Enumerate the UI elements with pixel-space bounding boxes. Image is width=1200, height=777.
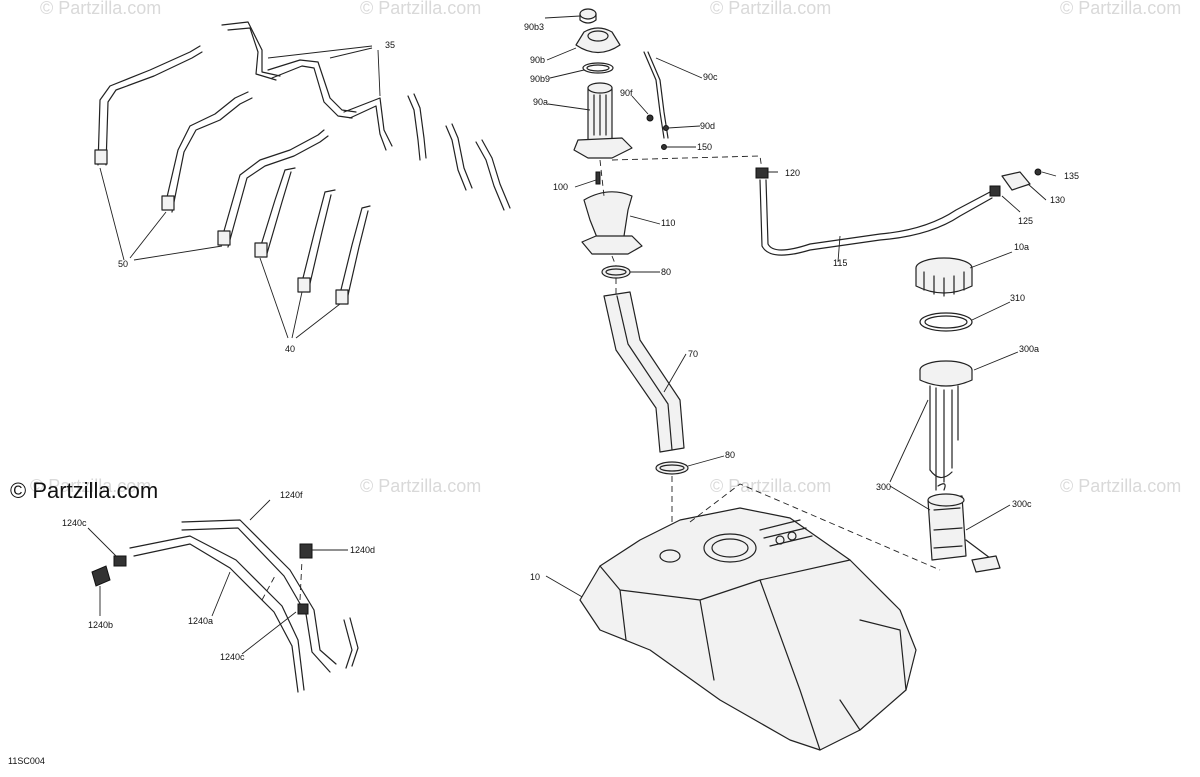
clip-90f [646,114,654,122]
filler-neck-group [544,8,725,599]
fitting-1240c [113,555,127,567]
watermark: © Partzilla.com [1060,476,1181,496]
callout-1240d: 1240d [350,545,375,555]
watermark: © Partzilla.com [30,476,151,496]
callout-80-upper: 80 [661,267,671,277]
callout-1240c-top: 1240c [62,518,87,528]
callout-90b9: 90b9 [530,74,550,84]
callout-90d: 90d [700,121,715,131]
callout-70: 70 [688,349,698,359]
callout-1240b: 1240b [88,620,113,630]
valve-130 [1001,171,1031,191]
fitting-125 [989,185,1001,197]
fitting-1240d [299,543,313,559]
callout-80-lower: 80 [725,450,735,460]
screw-150 [661,144,667,150]
cap-90b3 [579,8,597,20]
screw-100 [595,171,601,185]
strap-35 [445,125,467,191]
callout-120: 120 [785,168,800,178]
funnel-110 [583,191,633,241]
callout-110: 110 [661,218,675,228]
callout-300c: 300c [1012,499,1032,509]
watermark: © Partzilla.com [360,476,481,496]
callout-300a: 300a [1019,344,1039,354]
tank-filler-port [659,549,681,563]
watermarks: © Partzilla.com © Partzilla.com © Partzi… [30,0,1181,496]
screw-135 [1034,168,1042,176]
strap-40 [337,205,371,303]
strap-35 [407,95,421,161]
fuel-tank-10 [579,483,941,751]
cap-90b [575,27,621,54]
callout-90a: 90a [533,97,548,107]
callout-90f: 90f [620,88,633,98]
callout-90c: 90c [703,72,718,82]
strap-35 [267,59,357,113]
hose-70 [603,291,685,453]
callout-100: 100 [553,182,568,192]
callout-300: 300 [876,482,891,492]
nut-90d [663,125,669,131]
tank-pump-opening [703,533,757,563]
callout-135: 135 [1064,171,1079,181]
clamp-80 [655,461,689,475]
callout-130: 130 [1050,195,1065,205]
copyright-label: © Partzilla.com [10,478,158,503]
strap-35 [475,141,505,211]
strap-50 [163,91,249,211]
vent-line-group [611,155,1057,263]
cable-90c [643,51,665,139]
fitting-1240b [91,565,111,587]
callout-1240a: 1240a [188,616,213,626]
gasket-90b9 [582,62,614,74]
strap-40 [299,189,336,291]
hose-1240f [181,519,337,665]
diagram-code: 11SC004 [8,756,45,766]
callout-115: 115 [833,258,847,268]
connector-300c [971,555,1001,573]
strap-35 [343,97,393,147]
callout-35: 35 [385,40,395,50]
watermark: © Partzilla.com [710,0,831,18]
fitting-1240c [297,603,309,615]
hose-1240-group [87,499,359,693]
hose-1240a [129,535,305,691]
callout-10a: 10a [1014,242,1029,252]
callout-90b3: 90b3 [524,22,544,32]
callout-1240c-bottom: 1240c [220,652,245,662]
watermark: © Partzilla.com [1060,0,1181,18]
callout-310: 310 [1010,293,1025,303]
gasket-310 [919,312,973,332]
fuel-pump-group [889,251,1019,573]
watermark: © Partzilla.com [40,0,161,18]
strap-parts-group [94,21,511,339]
strap-50 [219,129,325,246]
watermark: © Partzilla.com [360,0,481,18]
callout-90b: 90b [530,55,545,65]
callout-40: 40 [285,344,295,354]
callout-125: 125 [1018,216,1033,226]
fitting-120 [755,167,769,179]
watermark: © Partzilla.com [710,476,831,496]
strap-35 [221,21,281,77]
callout-150: 150 [697,142,712,152]
callout-50: 50 [118,259,128,269]
callout-1240f: 1240f [280,490,303,500]
callout-10: 10 [530,572,540,582]
strap-50 [97,45,201,166]
vent-hose-115 [759,179,993,256]
strap-40 [257,167,296,256]
